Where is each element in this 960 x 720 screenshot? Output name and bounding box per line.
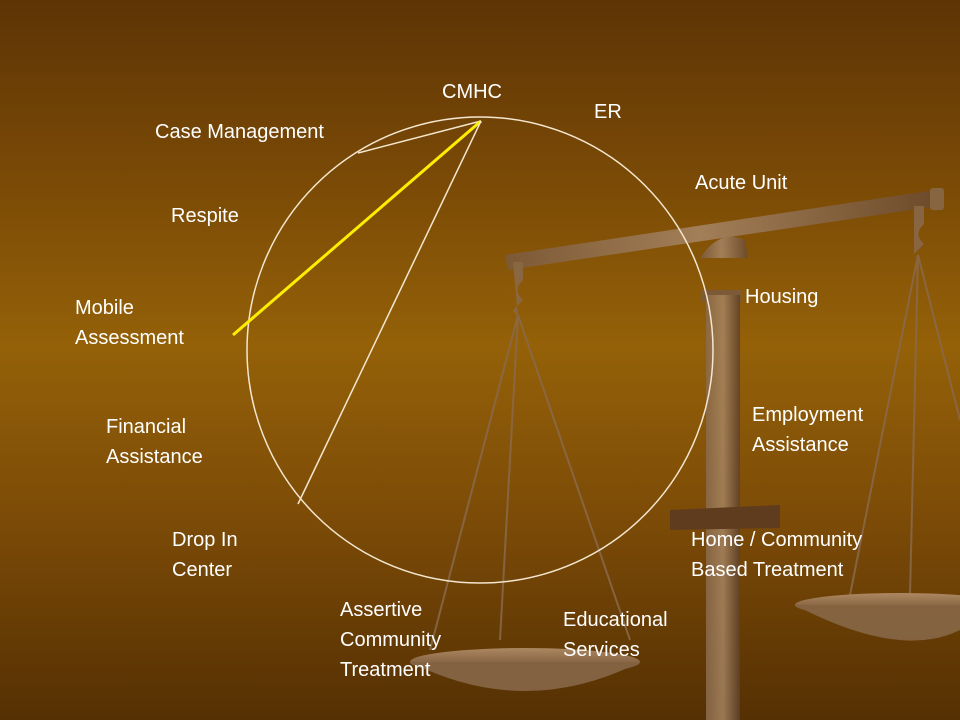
node-line: Drop In [172, 529, 238, 551]
node-line: Assertive [340, 599, 423, 621]
node-line: Services [563, 639, 640, 661]
node-line: Acute Unit [695, 172, 788, 194]
node-housing: Housing [745, 282, 818, 312]
node-respite: Respite [171, 201, 239, 231]
connection-cmhc-drop-in-center [297, 120, 482, 505]
node-acute-unit: Acute Unit [695, 168, 787, 198]
node-financial-assistance: Financial Assistance [106, 412, 203, 472]
node-line: Financial [106, 416, 187, 438]
node-line: ER [594, 101, 622, 123]
connection-lines [232, 119, 482, 505]
node-line: Mobile [75, 297, 134, 319]
node-mobile-assessment: Mobile Assessment [75, 293, 184, 353]
service-circle [246, 116, 714, 584]
connection-cmhc-mobile-assessment [232, 119, 482, 337]
hub-label-cmhc: CMHC [442, 81, 502, 103]
node-employment-assistance: Employment Assistance [752, 400, 863, 460]
connection-cmhc-case-management [357, 120, 482, 154]
node-assertive-community-treatment: Assertive Community Treatment [340, 595, 441, 685]
node-drop-in-center: Drop In Center [172, 525, 238, 585]
node-line: Home / Community [691, 529, 863, 551]
node-er: ER [594, 97, 622, 127]
balance-scale-illustration [410, 188, 960, 720]
node-line: Community [340, 629, 442, 651]
node-line: Center [172, 559, 233, 581]
node-line: Assistance [106, 446, 203, 468]
node-line: Case Management [155, 121, 324, 143]
node-line: Assistance [752, 434, 849, 456]
node-line: Assessment [75, 327, 184, 349]
node-line: Educational [563, 609, 668, 631]
node-line: Respite [171, 205, 239, 227]
node-line: Employment [752, 404, 864, 426]
node-line: Based Treatment [691, 559, 844, 581]
node-home-community-based-treatment: Home / Community Based Treatment [691, 525, 862, 585]
node-case-management: Case Management [155, 117, 324, 147]
node-educational-services: Educational Services [563, 605, 668, 665]
node-line: Treatment [340, 659, 431, 681]
node-line: Housing [745, 286, 819, 308]
